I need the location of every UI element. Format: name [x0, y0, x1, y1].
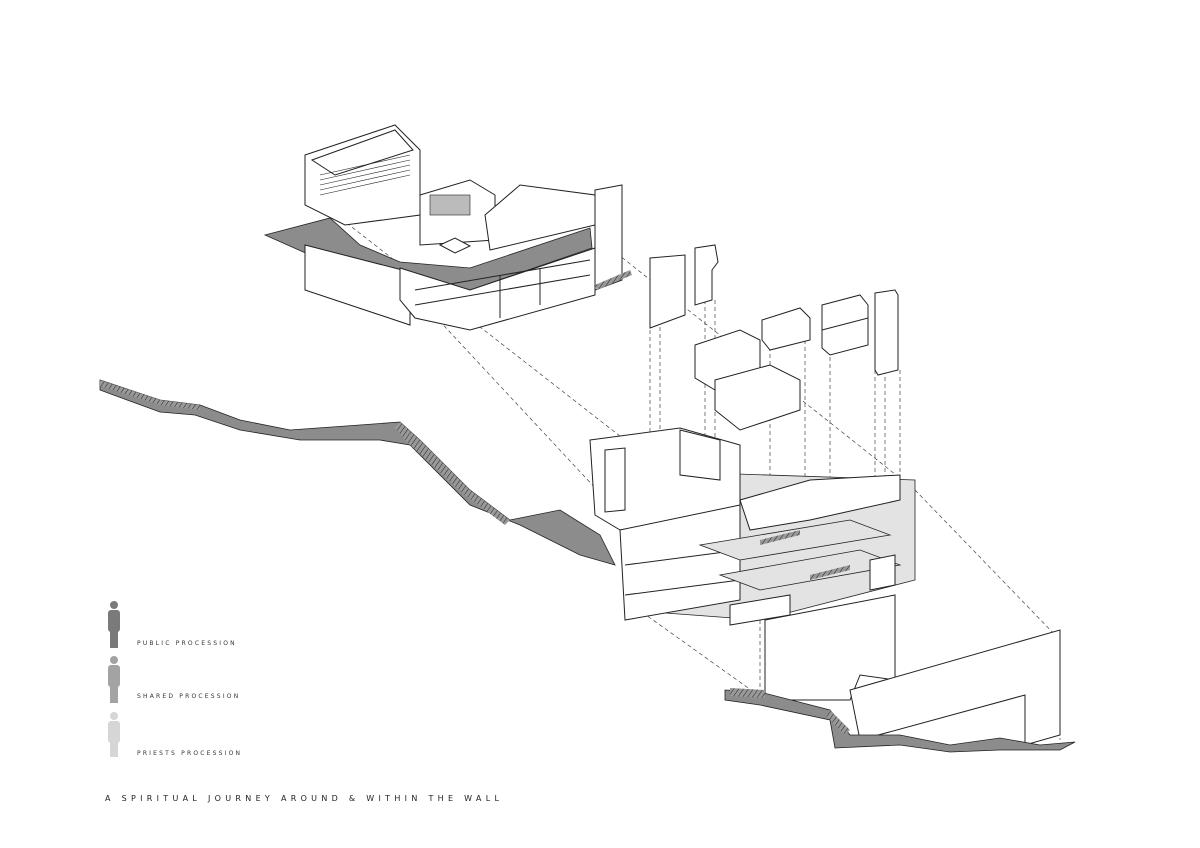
floating-wall-elements	[649, 244, 899, 431]
legend-label-shared: SHARED PROCESSION	[137, 693, 241, 700]
public-procession-figure-icon	[108, 601, 120, 648]
shared-procession-figure-icon	[108, 656, 120, 703]
procession-path-stairs	[99, 379, 616, 566]
legend-figures	[108, 601, 120, 757]
priests-procession-figure-icon	[108, 712, 120, 757]
lower-wall	[724, 594, 1076, 753]
upper-church-building	[263, 124, 632, 331]
legend-label-priests: PRIESTS PROCESSION	[137, 750, 243, 757]
legend-label-public: PUBLIC PROCESSION	[137, 640, 237, 647]
drawing-title: A SPIRITUAL JOURNEY AROUND & WITHIN THE …	[105, 794, 504, 803]
middle-wall-building	[589, 427, 916, 626]
